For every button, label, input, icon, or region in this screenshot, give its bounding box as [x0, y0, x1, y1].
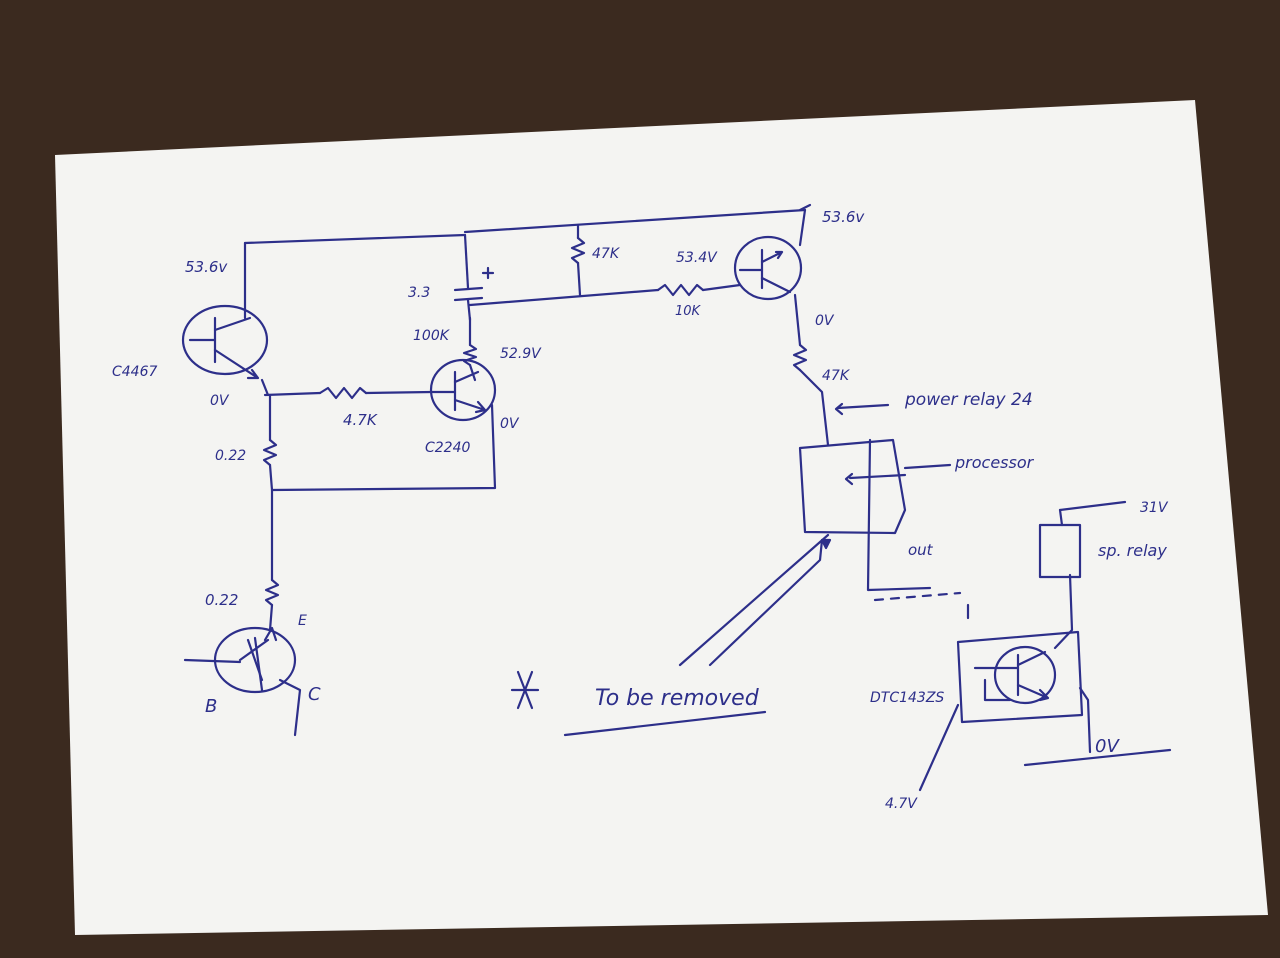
label-sp-relay: sp. relay [1098, 541, 1167, 560]
transistor-t3 [733, 235, 803, 301]
top-wiring [463, 203, 812, 307]
label-sp-relay-v: 31V [1140, 500, 1169, 516]
label-r-emitter-1: 0.22 [215, 448, 246, 464]
label-cap-value: 3.3 [408, 285, 430, 301]
label-collector-mark: C [308, 684, 321, 705]
label-t2-part: C2240 [425, 440, 470, 456]
label-dtc-part: DTC143ZS [870, 690, 944, 706]
label-r-base-upper: 100K [413, 328, 451, 344]
label-r-47k: 47K [822, 368, 851, 384]
label-r-top: 47K [592, 246, 621, 262]
label-out: out [908, 541, 934, 559]
paper-sheet [55, 100, 1268, 935]
label-ground-v: 0V [1095, 736, 1120, 757]
asterisk-mark [510, 670, 540, 710]
out-dashes [873, 591, 962, 602]
transistor-t1 [181, 304, 269, 380]
label-base-mark: B [205, 696, 217, 717]
label-power-relay: power relay 24 [904, 390, 1033, 410]
label-t3-base-v: 53.4V [676, 250, 718, 266]
left-wiring [183, 233, 497, 737]
power-transistor-bottom [213, 626, 297, 694]
label-t1-emitter-v: 0V [210, 393, 230, 409]
label-t2-collector-v: 52.9V [500, 346, 542, 362]
label-emitter-mark: E [298, 613, 307, 629]
dtc-transistor-block [956, 630, 1084, 724]
underline-stroke [563, 710, 767, 737]
transistor-t2 [429, 358, 497, 422]
label-v-top-left: 53.6v [185, 258, 228, 276]
label-t2-emitter-v: 0V [500, 416, 520, 432]
capacitor [453, 266, 495, 302]
label-t3-collector-v: 0V [815, 313, 835, 329]
label-v-top-right: 53.6v [822, 208, 865, 226]
processor-block [798, 438, 907, 535]
label-r-base-link: 4.7K [343, 411, 378, 429]
label-to-be-removed: To be removed [595, 686, 760, 711]
label-r-emitter-2: 0.22 [205, 591, 238, 609]
label-r-base-t3: 10K [675, 304, 702, 319]
label-t1-part: C4467 [112, 364, 157, 380]
label-dtc-v: 4.7V [885, 796, 918, 812]
right-wiring [678, 293, 1172, 792]
sp-relay-coil [1038, 523, 1082, 579]
label-processor: processor [954, 453, 1035, 472]
